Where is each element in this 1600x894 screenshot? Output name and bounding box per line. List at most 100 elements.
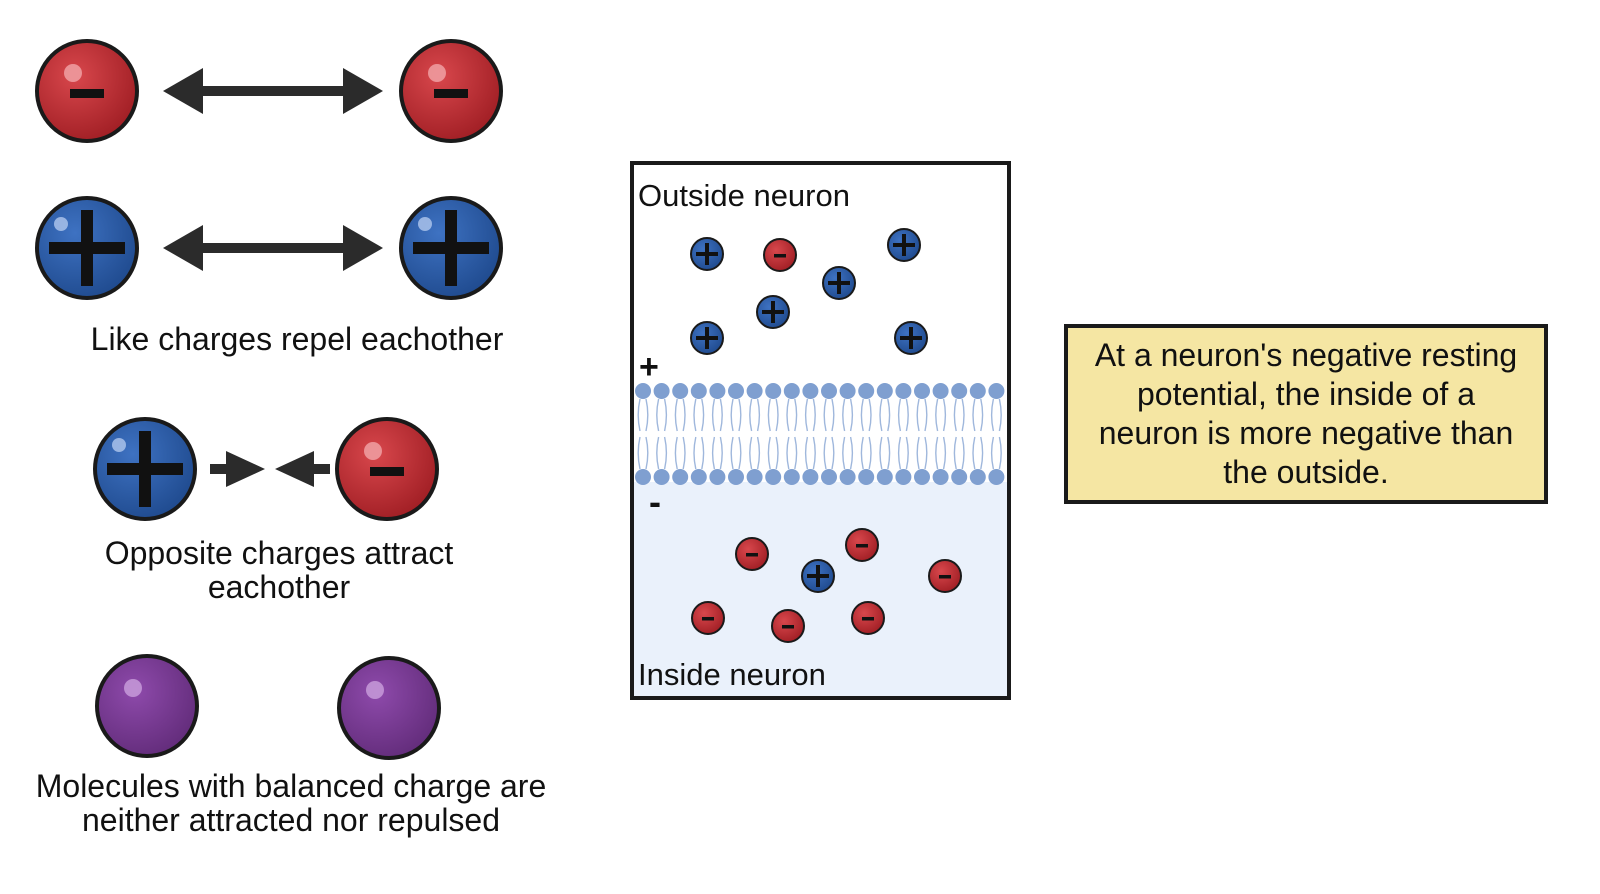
lipid-tail (953, 436, 957, 470)
lipid-head (635, 469, 651, 485)
lipid-head (895, 469, 912, 485)
lipid-tail (804, 398, 809, 432)
lipid-tail (693, 398, 697, 432)
lipid-head (839, 469, 856, 485)
lipid-tail (738, 398, 742, 432)
lipid-tail (887, 398, 891, 432)
lipid-tail (701, 398, 705, 432)
outside-positive-sign: + (639, 348, 659, 386)
lipid-tail (812, 436, 816, 470)
lipid-tail (942, 436, 947, 470)
lipid-tail (842, 398, 846, 432)
lipid-tail (794, 398, 798, 432)
lipid-head (858, 383, 875, 399)
lipid-tail (656, 398, 660, 432)
lipid-head (839, 383, 856, 399)
lipid-tail (756, 436, 761, 470)
lipid-tail (719, 436, 723, 470)
positive-ion-icon (399, 196, 503, 300)
lipid-tail (897, 398, 902, 432)
positive-ion-icon (887, 228, 921, 262)
positive-ion-icon (756, 295, 790, 329)
attract-arrows-icon (210, 451, 330, 487)
neuron-membrane-panel: Outside neuron Inside neuron + - (630, 161, 1011, 700)
lipid-head (932, 469, 949, 485)
positive-ion-icon (822, 266, 856, 300)
positive-ion-icon (93, 417, 197, 521)
outside-neuron-label: Outside neuron (638, 178, 850, 213)
lipid-tail (786, 436, 790, 470)
lipid-tail (924, 398, 928, 432)
lipid-head (709, 469, 726, 485)
negative-ion-icon (771, 609, 805, 643)
lipid-tail (767, 398, 771, 432)
opposite-charges-label-line1: Opposite charges attract (105, 535, 454, 571)
lipid-tail (749, 398, 753, 432)
lipid-tail (804, 436, 809, 470)
lipid-head (728, 469, 744, 485)
lipid-tail (749, 436, 753, 470)
lipid-head (765, 469, 782, 485)
lipid-tail (719, 398, 723, 432)
lipid-tail (823, 398, 827, 432)
lipid-head (653, 383, 670, 399)
lipid-head (690, 469, 707, 485)
lipid-tail (663, 398, 668, 432)
lipid-tail (812, 398, 816, 432)
negative-ion-icon (845, 528, 879, 562)
lipid-tail (868, 436, 872, 470)
lipid-tail (730, 398, 734, 432)
lipid-head (951, 469, 968, 485)
lipid-tail (674, 436, 678, 470)
lipid-tail (637, 398, 641, 432)
lipid-head (951, 383, 968, 399)
negative-ion-icon (399, 39, 503, 143)
lipid-head (690, 383, 707, 399)
lipid-tail (842, 436, 846, 470)
lipid-tail (935, 436, 939, 470)
lipid-head (988, 469, 1005, 485)
lipid-tail (924, 436, 928, 470)
lipid-tail (887, 436, 891, 470)
balanced-charge-label-line1: Molecules with balanced charge are (36, 768, 547, 804)
lipid-tail (730, 436, 734, 470)
lipid-head (821, 469, 837, 485)
lipid-tail (953, 398, 957, 432)
lipid-tail (905, 436, 909, 470)
positive-ion-icon (35, 196, 139, 300)
phospholipid-membrane-icon (635, 383, 1005, 485)
negative-ion-icon (763, 238, 797, 272)
double-arrow-icon (163, 225, 383, 271)
lipid-head (914, 383, 930, 399)
lipid-tail (693, 436, 697, 470)
lipid-tail (823, 436, 827, 470)
lipid-head (783, 469, 800, 485)
lipid-tail (998, 398, 1002, 432)
lipid-tail (905, 398, 909, 432)
lipid-head (821, 383, 837, 399)
double-arrow-icon (163, 68, 383, 114)
lipid-tail (645, 436, 649, 470)
lipid-tail (935, 398, 939, 432)
negative-ion-icon (851, 601, 885, 635)
lipid-head (876, 469, 893, 485)
lipid-tail (711, 398, 716, 432)
callout-text: At a neuron's negative resting potential… (1094, 337, 1518, 490)
negative-ion-icon (735, 537, 769, 571)
lipid-tail (980, 398, 984, 432)
lipid-head (635, 383, 651, 399)
lipid-head (802, 469, 819, 485)
lipid-tail (738, 436, 742, 470)
lipid-head (672, 383, 689, 399)
neutral-molecule-icon (337, 656, 441, 760)
opposite-charges-label-line2: eachother (208, 569, 351, 605)
lipid-tail (980, 436, 984, 470)
lipid-head (969, 383, 986, 399)
lipid-tail (860, 436, 864, 470)
lipid-head (746, 383, 763, 399)
lipid-head (783, 383, 800, 399)
lipid-tail (682, 398, 686, 432)
lipid-tail (663, 436, 668, 470)
lipid-tail (756, 398, 761, 432)
